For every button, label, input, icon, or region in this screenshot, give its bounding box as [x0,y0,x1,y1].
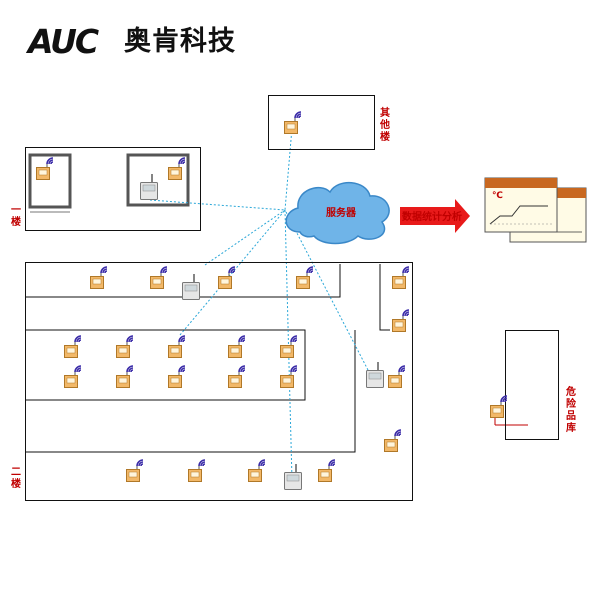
wireless-links [149,127,369,481]
temp-sensor-icon [168,164,184,180]
wireless-signal-icon [46,156,56,166]
wireless-signal-icon [126,334,136,344]
chart-unit-label: ℃ [492,191,503,201]
wireless-signal-icon [178,364,188,374]
wireless-signal-icon [178,156,188,166]
temp-sensor-icon [280,372,296,388]
temp-sensor-icon [490,402,506,418]
hazard-storage-box [505,330,559,440]
server-label: 服务器 [326,208,356,219]
wireless-signal-icon [100,265,110,275]
logo-mark: AUC [28,22,99,61]
temp-sensor-icon [280,342,296,358]
temp-sensor-icon [90,273,106,289]
other-building-label: 其他楼 [380,108,390,143]
wireless-signal-icon [294,110,304,120]
cloud-icon [285,182,390,245]
wireless-signal-icon [238,364,248,374]
wireless-signal-icon [402,265,412,275]
other-building-box [268,95,375,150]
corridor-wall-4 [379,264,390,331]
wireless-signal-icon [178,334,188,344]
gateway-icon [284,464,302,490]
wireless-signal-icon [290,364,300,374]
temp-sensor-icon [218,273,234,289]
floor2-box [25,262,413,501]
temp-sensor-icon [64,372,80,388]
temp-sensor-icon [392,316,408,332]
temp-sensor-icon [296,273,312,289]
temp-sensor-icon [248,466,264,482]
wireless-signal-icon [398,364,408,374]
corridor-wall-1 [26,264,341,298]
temp-sensor-icon [36,164,52,180]
gateway-icon [140,174,158,200]
temp-sensor-icon [150,273,166,289]
logo-name: 奥肯科技 [124,26,236,57]
wireless-signal-icon [238,334,248,344]
wireless-signal-icon [74,334,84,344]
wireless-signal-icon [258,458,268,468]
temp-sensor-icon [228,342,244,358]
wireless-signal-icon [160,265,170,275]
temp-sensor-icon [168,342,184,358]
temp-sensor-icon [116,342,132,358]
temp-sensor-icon [318,466,334,482]
temp-sensor-icon [384,436,400,452]
gateway-icon [182,274,200,300]
wireless-signal-icon [74,364,84,374]
analysis-label: 数据统计分析 [402,212,462,223]
arrow-right-icon [400,199,470,233]
wireless-signal-icon [198,458,208,468]
wireless-signal-icon [126,364,136,374]
floor1-room-left [28,153,72,209]
floor1-label: 一楼 [11,205,21,228]
gateway-icon [366,362,384,388]
wireless-signal-icon [228,265,238,275]
floor1-box [25,147,201,231]
temp-sensor-icon [188,466,204,482]
wireless-signal-icon [500,394,510,404]
wireless-signal-icon [290,334,300,344]
chart-window-icon [484,177,587,243]
temp-sensor-icon [284,118,300,134]
wireless-signal-icon [328,458,338,468]
wireless-signal-icon [136,458,146,468]
corridor-wall-3 [26,330,356,453]
temp-sensor-icon [388,372,404,388]
temp-sensor-icon [168,372,184,388]
temp-sensor-icon [116,372,132,388]
temp-sensor-icon [64,342,80,358]
floor2-label: 二楼 [11,467,21,490]
floor1-room-right [126,153,190,207]
temp-sensor-icon [392,273,408,289]
company-logo: AUC 奥肯科技 [28,24,258,60]
wireless-signal-icon [306,265,316,275]
hazard-storage-label: 危险品库 [566,387,576,434]
corridor-wall-2 [26,329,306,401]
wireless-signal-icon [394,428,404,438]
wireless-signal-icon [402,308,412,318]
temp-sensor-icon [228,372,244,388]
temp-sensor-icon [126,466,142,482]
